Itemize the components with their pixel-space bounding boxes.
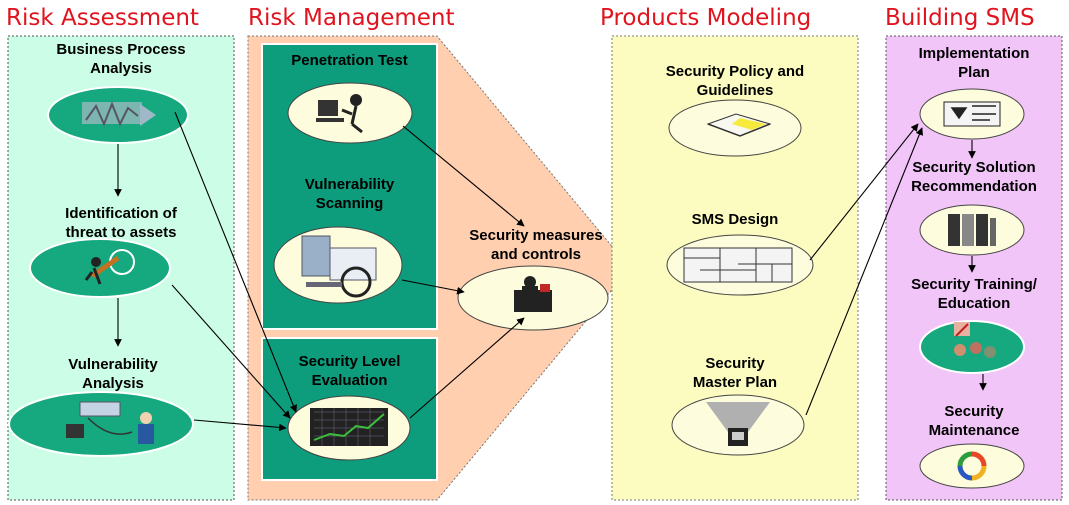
penetration-test-node bbox=[287, 82, 413, 144]
flow-arrows bbox=[114, 111, 987, 432]
sms-design-label: SMS Design bbox=[691, 211, 779, 228]
penetration-test-label: Penetration Test bbox=[291, 52, 408, 69]
security-level-node bbox=[287, 395, 411, 461]
recycle-icon bbox=[957, 451, 987, 481]
identification-node bbox=[29, 238, 171, 298]
thief-icon bbox=[84, 249, 135, 285]
section-title-products-modeling: Products Modeling bbox=[600, 5, 812, 31]
measures-controls-node bbox=[457, 265, 609, 331]
implementation-node bbox=[919, 88, 1025, 140]
rising-chart-icon bbox=[310, 408, 388, 446]
business-process-node bbox=[47, 86, 189, 144]
vulnerability-analysis-node bbox=[8, 391, 194, 457]
maintenance-node bbox=[919, 443, 1025, 489]
section-title-risk-assessment: Risk Assessment bbox=[6, 5, 199, 31]
team-training-icon bbox=[954, 322, 996, 358]
policy-node bbox=[668, 99, 802, 157]
blueprint-icon bbox=[943, 101, 1001, 127]
section-title-building-sms: Building SMS bbox=[885, 5, 1035, 31]
security-guard-icon bbox=[514, 276, 552, 312]
lighthouse-icon bbox=[706, 402, 770, 446]
training-node bbox=[919, 320, 1025, 374]
training-label: Security Training/Education bbox=[911, 276, 1037, 312]
solution-node bbox=[919, 204, 1025, 256]
book-icon bbox=[706, 113, 772, 137]
process-chart-icon bbox=[82, 101, 156, 127]
person-computer-icon bbox=[316, 94, 363, 134]
server-magnifier-icon bbox=[301, 235, 377, 298]
vulnerability-scanning-node bbox=[273, 226, 403, 304]
master-plan-node bbox=[671, 394, 805, 456]
floor-plan-icon bbox=[683, 247, 793, 283]
computers-person-icon bbox=[66, 401, 154, 444]
section-title-risk-management: Risk Management bbox=[248, 5, 455, 31]
sms-design-node bbox=[666, 234, 814, 296]
server-rack-icon bbox=[948, 214, 996, 246]
